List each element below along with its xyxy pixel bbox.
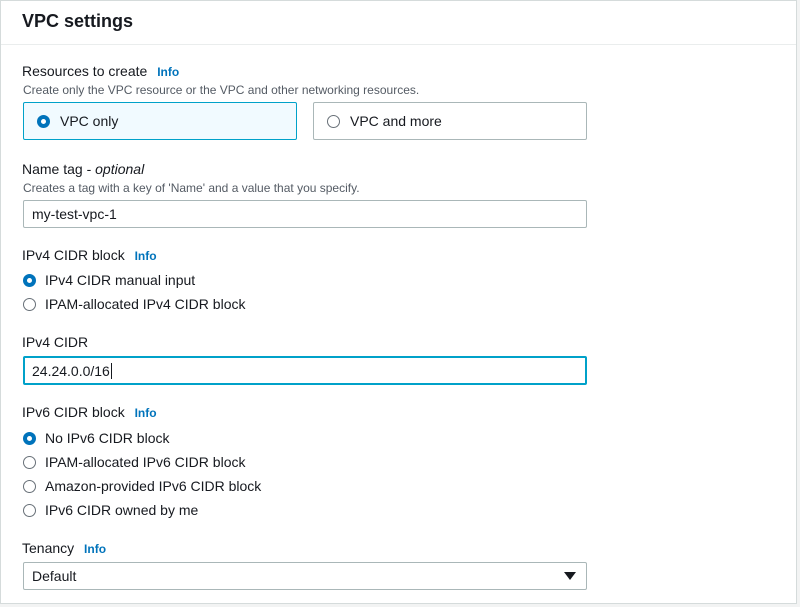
name-tag-description: Creates a tag with a key of 'Name' and a… bbox=[23, 181, 360, 195]
tile-vpc-and-more[interactable]: VPC and more bbox=[313, 102, 587, 140]
tenancy-label: Tenancy bbox=[22, 540, 75, 556]
name-tag-input[interactable]: my-test-vpc-1 bbox=[23, 200, 587, 228]
radio-ipv6-ipam-row[interactable]: IPAM-allocated IPv6 CIDR block bbox=[23, 454, 245, 470]
caret-down-icon bbox=[564, 572, 576, 580]
panel-title: VPC settings bbox=[22, 11, 134, 31]
radio-no-ipv6[interactable] bbox=[23, 431, 36, 445]
tile-vpc-only-label: VPC only bbox=[60, 113, 119, 129]
tenancy-selected-value: Default bbox=[32, 568, 77, 584]
radio-ipv4-ipam-row[interactable]: IPAM-allocated IPv4 CIDR block bbox=[23, 296, 245, 312]
tile-vpc-only[interactable]: VPC only bbox=[23, 102, 297, 140]
tenancy-select[interactable]: Default bbox=[23, 562, 587, 590]
name-tag-value: my-test-vpc-1 bbox=[32, 206, 117, 222]
radio-ipv4-manual-row[interactable]: IPv4 CIDR manual input bbox=[23, 272, 195, 288]
text-cursor bbox=[110, 362, 112, 379]
ipv6-block-info-link[interactable]: Info bbox=[134, 406, 157, 420]
tile-vpc-and-more-label: VPC and more bbox=[350, 113, 442, 129]
name-tag-label-row: Name tag - optional bbox=[22, 161, 144, 177]
panel-header: VPC settings bbox=[1, 1, 796, 45]
ipv6-block-label: IPv6 CIDR block bbox=[22, 404, 125, 420]
radio-vpc-only[interactable] bbox=[37, 114, 50, 128]
radio-vpc-and-more[interactable] bbox=[327, 114, 340, 128]
radio-ipv4-ipam[interactable] bbox=[23, 297, 36, 311]
ipv4-cidr-value: 24.24.0.0/16 bbox=[32, 362, 110, 379]
ipv4-block-info-link[interactable]: Info bbox=[134, 249, 157, 263]
ipv4-cidr-label: IPv4 CIDR bbox=[22, 334, 89, 350]
ipv6-block-label-row: IPv6 CIDR block Info bbox=[22, 404, 157, 420]
ipv4-block-label: IPv4 CIDR block bbox=[22, 247, 125, 263]
radio-ipv6-owned-label: IPv6 CIDR owned by me bbox=[45, 502, 199, 518]
radio-ipv4-manual-label: IPv4 CIDR manual input bbox=[45, 272, 196, 288]
tenancy-info-link[interactable]: Info bbox=[84, 542, 107, 556]
resources-label-row: Resources to create Info bbox=[22, 63, 179, 79]
resources-info-link[interactable]: Info bbox=[157, 65, 180, 79]
radio-ipv6-ipam-label: IPAM-allocated IPv6 CIDR block bbox=[45, 454, 246, 470]
name-tag-label: Name tag - bbox=[22, 161, 96, 177]
radio-ipv6-amazon[interactable] bbox=[23, 479, 36, 493]
resources-label: Resources to create bbox=[22, 63, 148, 79]
radio-ipv6-amazon-row[interactable]: Amazon-provided IPv6 CIDR block bbox=[23, 478, 261, 494]
ipv4-cidr-input[interactable]: 24.24.0.0/16 bbox=[23, 356, 587, 385]
resources-description: Create only the VPC resource or the VPC … bbox=[23, 83, 420, 97]
tenancy-label-row: Tenancy Info bbox=[22, 540, 106, 556]
radio-ipv6-amazon-label: Amazon-provided IPv6 CIDR block bbox=[45, 478, 262, 494]
radio-ipv6-ipam[interactable] bbox=[23, 455, 36, 469]
radio-no-ipv6-row[interactable]: No IPv6 CIDR block bbox=[23, 430, 169, 446]
radio-ipv4-ipam-label: IPAM-allocated IPv4 CIDR block bbox=[45, 296, 246, 312]
radio-ipv6-owned[interactable] bbox=[23, 503, 36, 517]
radio-no-ipv6-label: No IPv6 CIDR block bbox=[45, 430, 170, 446]
radio-ipv6-owned-row[interactable]: IPv6 CIDR owned by me bbox=[23, 502, 198, 518]
radio-ipv4-manual[interactable] bbox=[23, 273, 36, 287]
ipv4-block-label-row: IPv4 CIDR block Info bbox=[22, 247, 157, 263]
name-tag-optional: optional bbox=[95, 161, 145, 177]
